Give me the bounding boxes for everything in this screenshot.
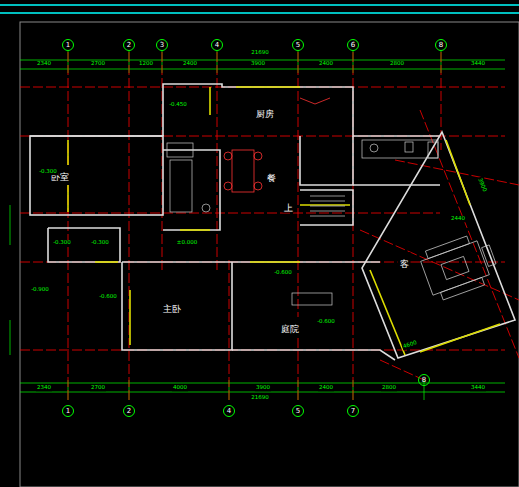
dimension-text: 3900 [476,177,487,194]
stair-note: 上 [283,204,294,213]
dimension-text: 2800 [381,385,397,391]
node-text: 4 [227,408,231,415]
dimension-text: 2340 [36,61,52,67]
dimension-text: 3440 [470,385,486,391]
dimension-text: 21690 [250,395,270,401]
grid-bubble: 2 [123,39,135,51]
room-label: 庭院 [279,317,301,337]
node-text: 3 [160,42,164,49]
node-text: 客 [400,259,409,269]
grid-bubble: 3 [156,39,168,51]
dimension-text: 2340 [36,385,52,391]
room-label: 餐 [265,166,278,186]
node-text: 5 [296,42,300,49]
dimension-text: -0.600 [273,270,293,276]
dimension-text: 21690 [250,50,270,56]
node-text: 1 [66,408,70,415]
grid-bubble: 4 [211,39,223,51]
room-label: 客 [398,252,411,272]
room-label: 厨房 [254,102,276,122]
node-text: 4 [215,42,219,49]
node-text: 7 [351,408,355,415]
grid-bubble: 4 [223,405,235,417]
dimension-text: -0.300 [52,240,72,246]
grid-bubble: 1 [62,39,74,51]
dimension-text: 2400 [318,385,334,391]
node-text: 2 [127,408,131,415]
node-text: 厨房 [256,109,274,119]
room-label: 主卧 [161,297,183,317]
node-text: 8 [439,42,443,49]
dimension-text: -0.600 [316,319,336,325]
dimension-text: 3440 [470,61,486,67]
grid-bubble: 8 [435,39,447,51]
dimension-text: -0.300 [38,169,58,175]
room-label: 卧室 [49,165,71,185]
grid-bubble: 7 [347,405,359,417]
node-text: 餐 [267,173,276,183]
dimension-text: -0.600 [98,294,118,300]
node-text: 6 [351,42,355,49]
node-text: 8 [422,377,426,384]
node-text: 主卧 [163,304,181,314]
dimension-text: 2700 [90,385,106,391]
node-text: 5 [296,408,300,415]
grid-bubble: 8 [418,374,430,386]
grid-bubble: 6 [347,39,359,51]
dimension-text: 3900 [250,61,266,67]
grid-bubble: 5 [292,39,304,51]
dimension-text: 2400 [318,61,334,67]
dimension-text: ±0.000 [176,240,198,246]
dimension-text: 2440 [450,216,466,222]
dimension-text: 4600 [402,340,419,350]
dimension-text: 2800 [389,61,405,67]
node-text: 庭院 [281,324,299,334]
dimension-text: 2700 [90,61,106,67]
grid-bubble: 1 [62,405,74,417]
dimension-text: -0.300 [90,240,110,246]
dimension-text: -0.900 [30,287,50,293]
node-text: 2 [127,42,131,49]
grid-bubble: 2 [123,405,135,417]
dimension-text: 4000 [172,385,188,391]
node-text: 1 [66,42,70,49]
dimension-text: 3900 [255,385,271,391]
grid-bubble: 5 [292,405,304,417]
dimension-text: 1200 [138,61,154,67]
dimension-text: -0.450 [168,102,188,108]
dimension-text: 2400 [182,61,198,67]
